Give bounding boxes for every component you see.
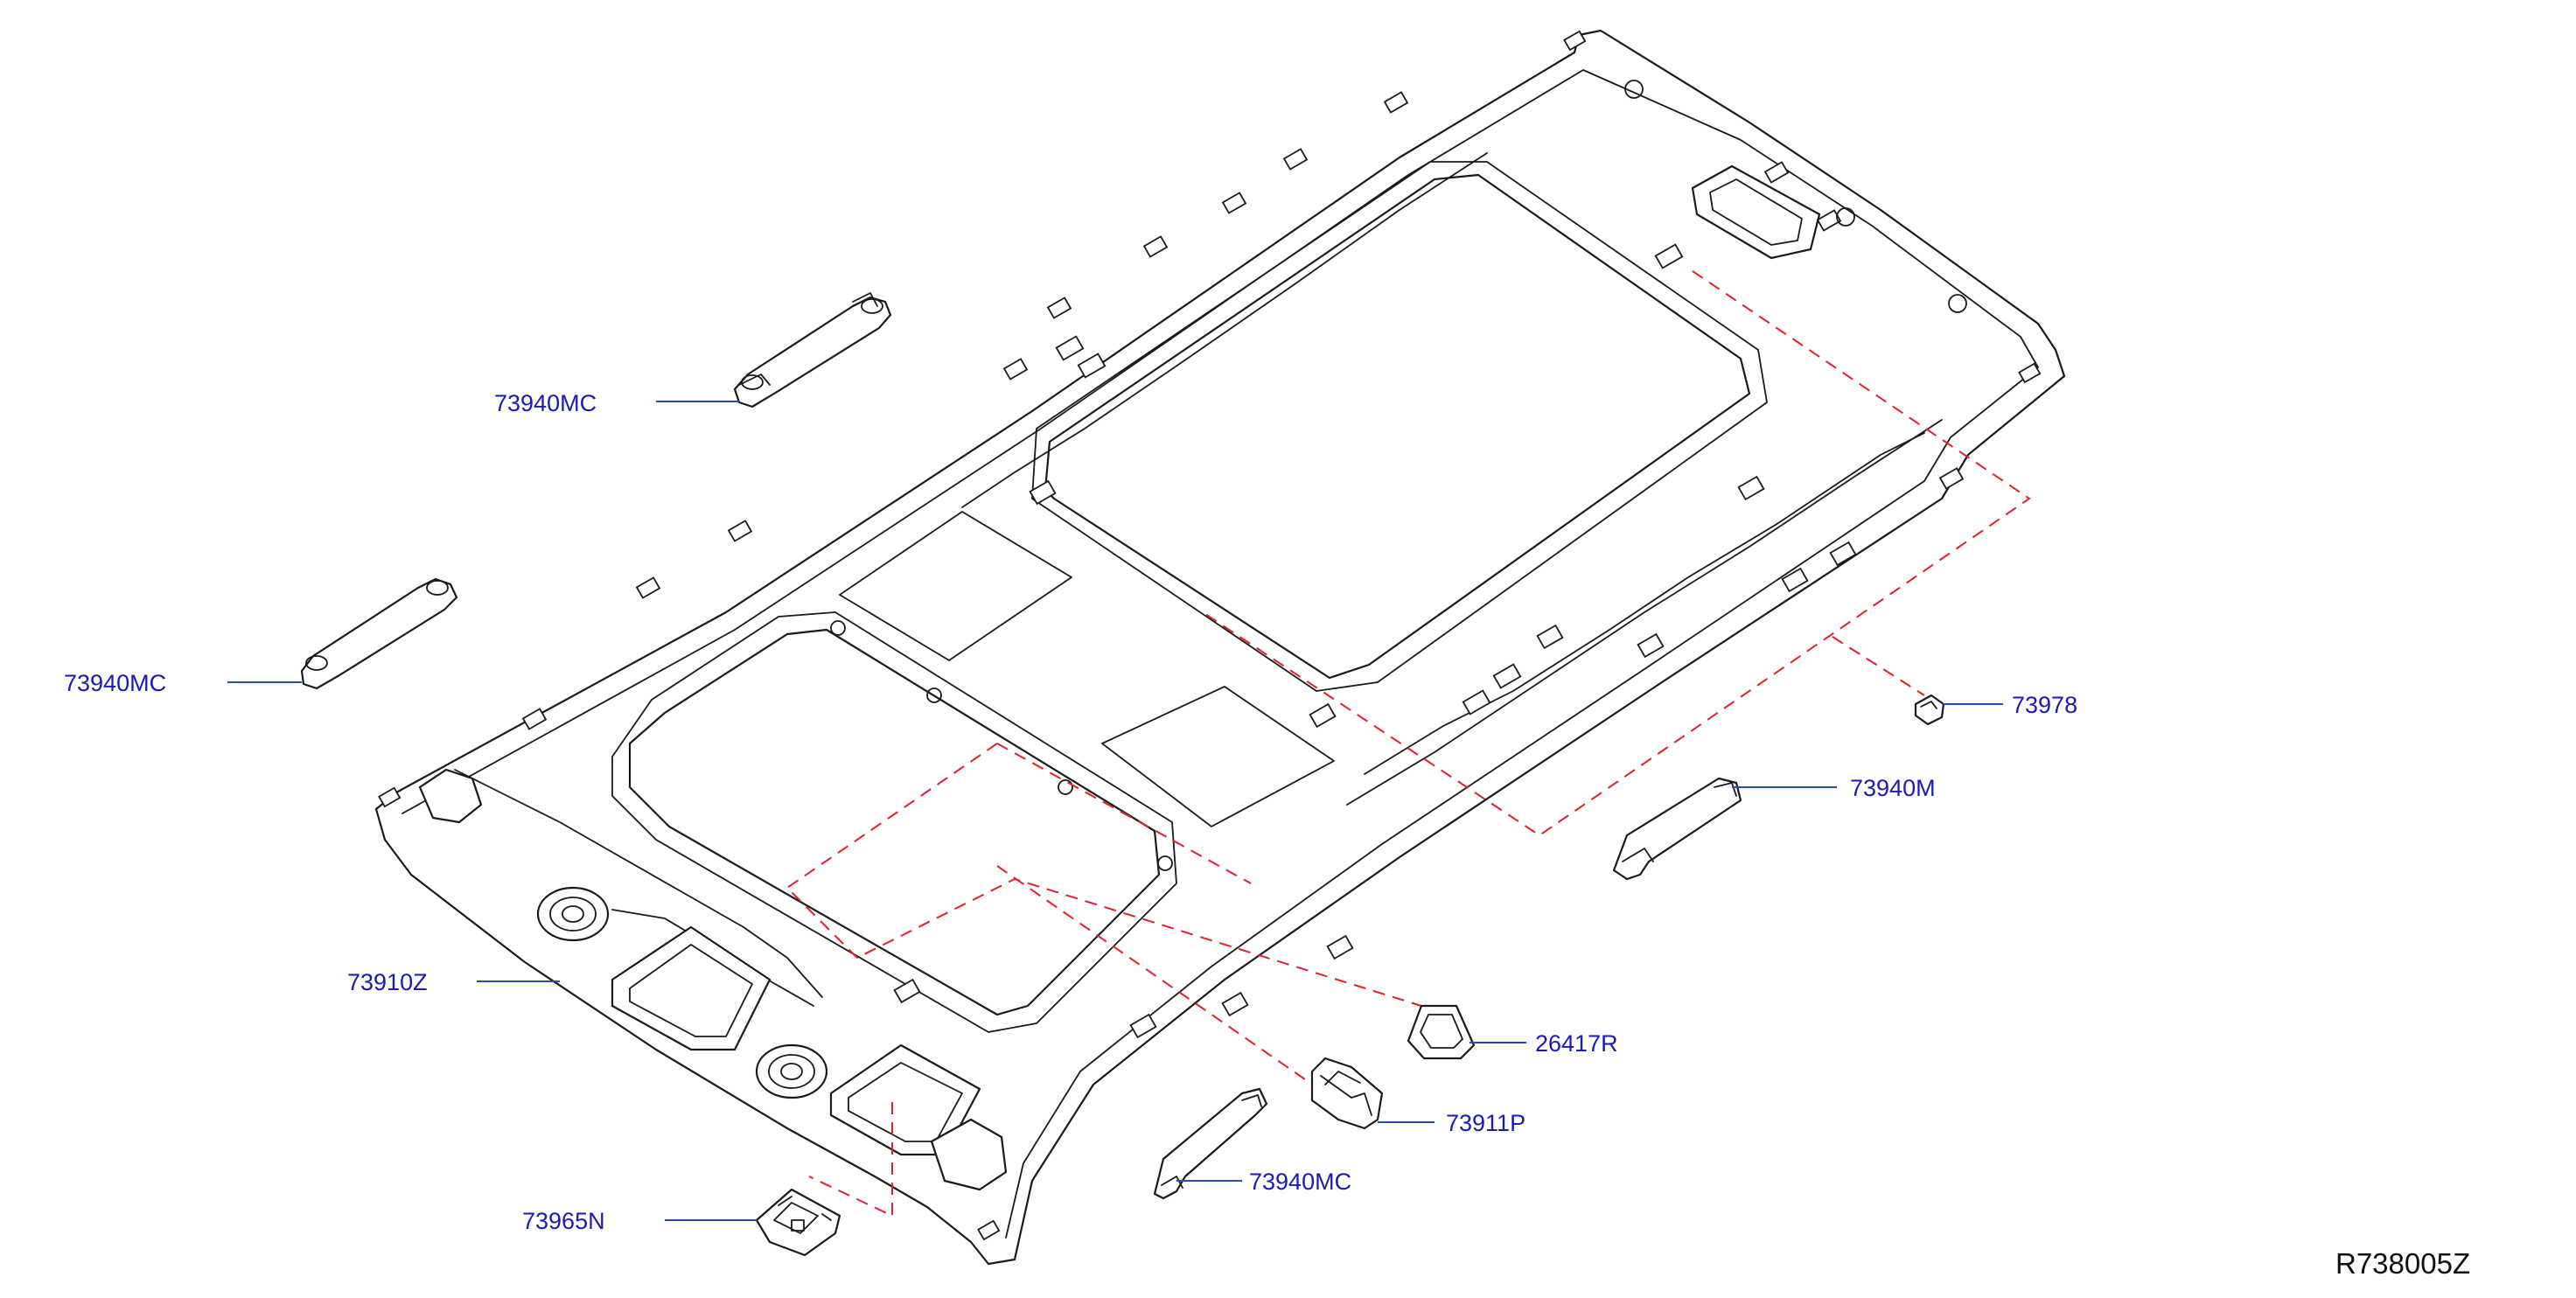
clip-73978[interactable] xyxy=(1914,694,1945,726)
console-lid-73965N[interactable] xyxy=(755,1188,841,1257)
leader-lines xyxy=(227,401,2003,1221)
front-sunroof-opening xyxy=(628,628,1161,1016)
assist-grip-left-front[interactable] xyxy=(733,292,892,408)
diagram-id: R738005Z xyxy=(2335,1247,2470,1280)
label-assist-grip-right-front[interactable]: 73940MC xyxy=(1249,1169,1351,1195)
trim-clip-set xyxy=(378,30,2042,1241)
label-assist-grip-left-rear[interactable]: 73940MC xyxy=(64,670,166,696)
assist-grip-left-rear[interactable] xyxy=(300,577,458,690)
reference-lines xyxy=(785,270,2031,1218)
reinforcement-panel xyxy=(1101,686,1335,827)
label-clip[interactable]: 73978 xyxy=(2012,692,2077,718)
reinforcement-panel xyxy=(839,511,1072,661)
assist-grip-right-front[interactable] xyxy=(1153,1087,1268,1200)
roof-trim-headlining[interactable] xyxy=(374,29,2066,1266)
holder-73911P[interactable] xyxy=(1310,1057,1384,1130)
label-console-lid[interactable]: 73965N xyxy=(522,1208,605,1234)
speaker-grille xyxy=(755,1043,828,1099)
rear-sunroof-opening xyxy=(1044,173,1751,680)
label-assist-grip-right-rear[interactable]: 73940M xyxy=(1850,775,1936,801)
label-roof-trim[interactable]: 73910Z xyxy=(347,969,428,995)
room-lamp-26417R[interactable] xyxy=(1407,1004,1476,1060)
label-room-lamp[interactable]: 26417R xyxy=(1535,1030,1618,1057)
speaker-grille xyxy=(536,886,610,942)
assist-grip-right-rear[interactable] xyxy=(1612,777,1742,881)
label-assist-grip-left-front[interactable]: 73940MC xyxy=(494,390,597,416)
label-holder[interactable]: 73911P xyxy=(1446,1110,1525,1136)
